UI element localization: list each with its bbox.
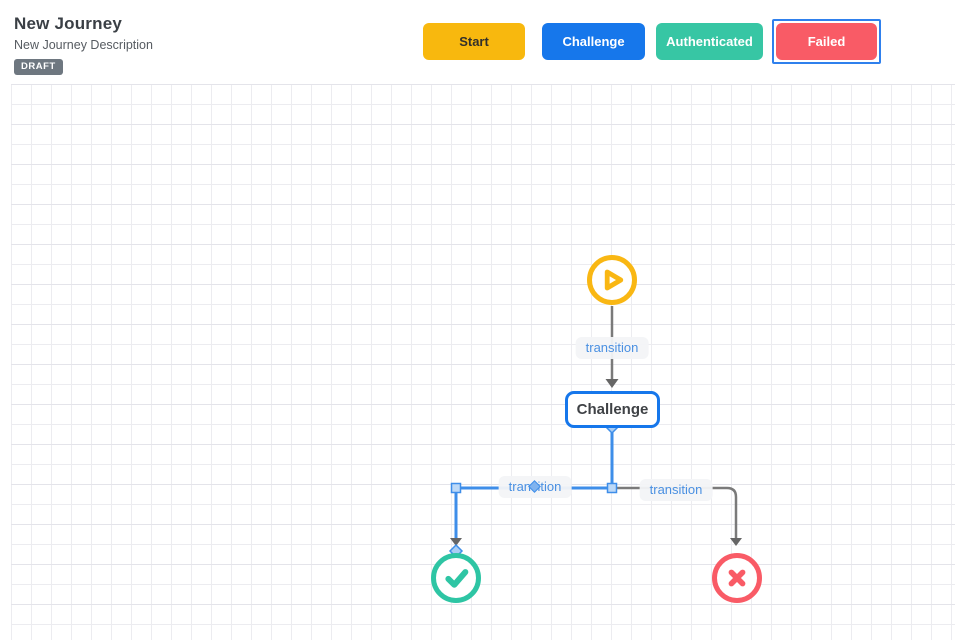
edge-label-text: transition — [649, 482, 703, 497]
play-icon — [604, 269, 624, 291]
journey-canvas[interactable]: transition transition transition Challen… — [0, 84, 978, 640]
page-title: New Journey — [14, 14, 123, 33]
challenge-node[interactable]: Challenge — [565, 391, 660, 428]
failed-node[interactable] — [712, 553, 762, 603]
check-icon — [445, 569, 469, 588]
palette-button-failed[interactable]: Failed — [776, 23, 877, 60]
start-node[interactable] — [587, 255, 637, 305]
node-palette: Start Challenge Authenticated Failed — [423, 19, 881, 64]
journey-description: New Journey Description — [14, 38, 153, 52]
x-icon — [728, 569, 746, 587]
journey-info: New Journey New Journey Description DRAF… — [14, 14, 153, 75]
authenticated-node[interactable] — [431, 553, 481, 603]
palette-selection-outline: Failed — [772, 19, 881, 64]
palette-button-challenge[interactable]: Challenge — [542, 23, 645, 60]
palette-button-start[interactable]: Start — [423, 23, 525, 60]
canvas-grid — [11, 84, 955, 640]
edge-label-challenge-failed[interactable]: transition — [639, 479, 713, 501]
palette-button-authenticated[interactable]: Authenticated — [656, 23, 763, 60]
challenge-node-label: Challenge — [576, 401, 649, 418]
edge-label-start-challenge[interactable]: transition — [575, 337, 649, 359]
edge-label-text: transition — [585, 340, 639, 355]
status-badge: DRAFT — [14, 59, 63, 75]
journey-header: New Journey New Journey Description DRAF… — [0, 0, 978, 84]
